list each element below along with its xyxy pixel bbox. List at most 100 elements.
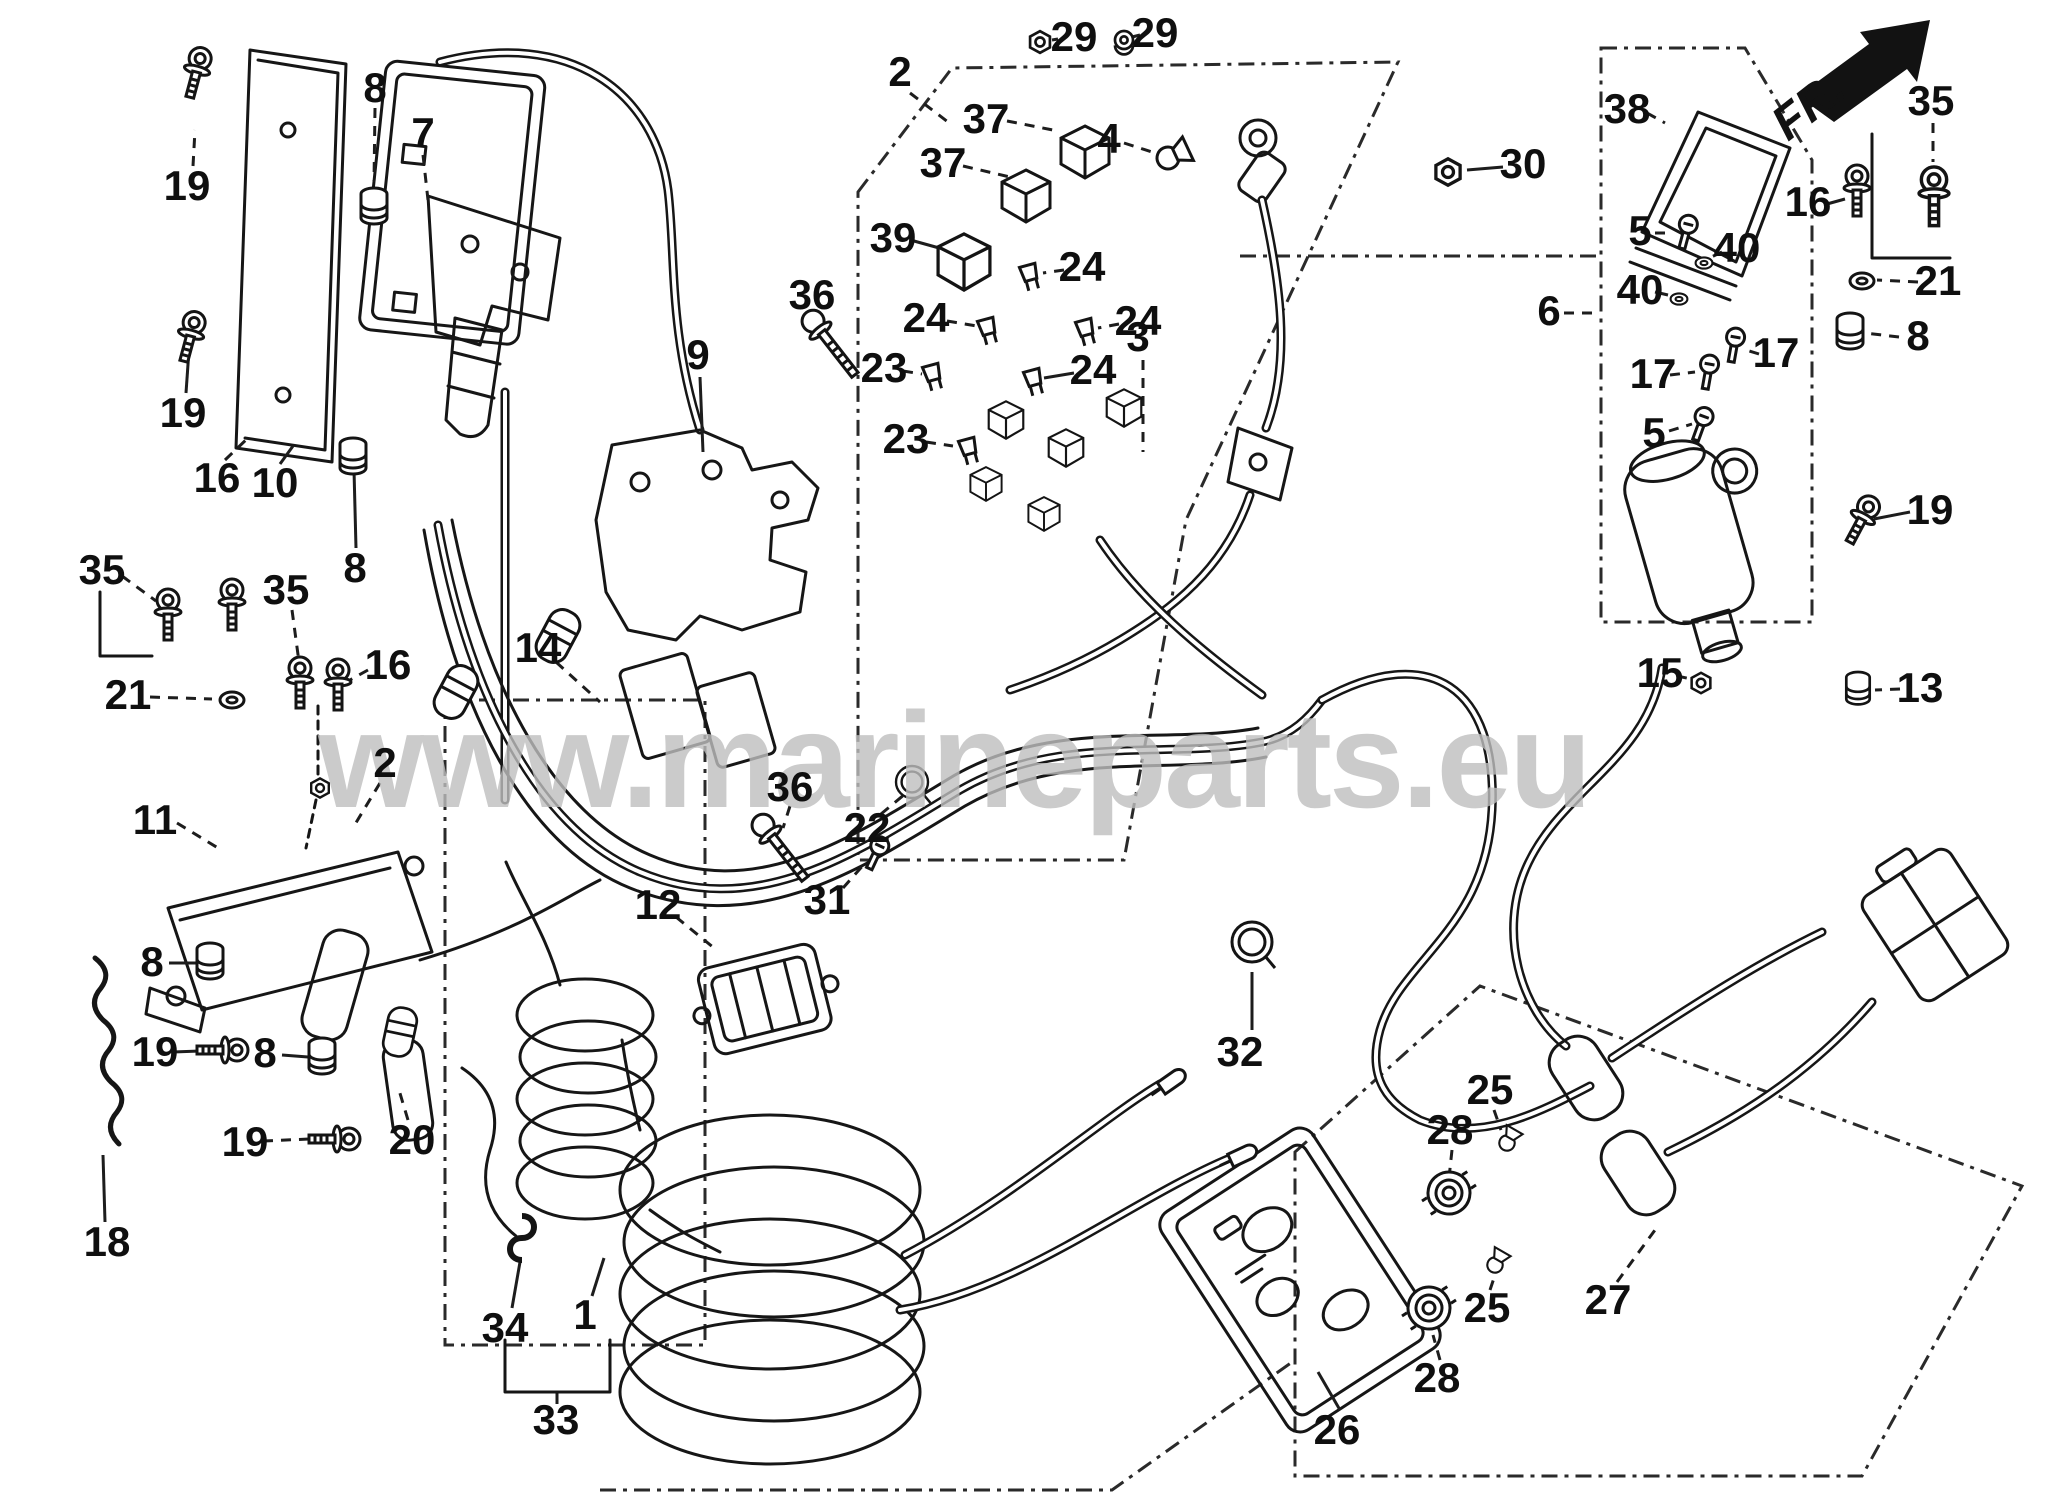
leader-19-0	[191, 129, 197, 167]
cube-figure	[1105, 388, 1143, 428]
bolt-figure	[195, 1035, 250, 1065]
leader-36-17	[781, 805, 792, 829]
static-parts	[92, 48, 2010, 1466]
leader-4-24	[1123, 141, 1153, 154]
part-label-29: 29	[1050, 13, 1098, 60]
leader-11-11	[176, 821, 219, 850]
leader-13-49	[1874, 687, 1901, 692]
leader-40-39	[1706, 250, 1723, 261]
part-label-18: 18	[83, 1218, 131, 1265]
small-coil	[504, 860, 722, 1254]
leader-34-56	[510, 1261, 522, 1309]
part-label-16: 16	[193, 454, 241, 501]
part-label-19: 19	[221, 1118, 269, 1165]
leader-38-35	[1646, 111, 1666, 125]
part-label-1: 1	[573, 1291, 597, 1338]
part-label-35: 35	[262, 566, 310, 613]
part-label-17: 17	[1629, 350, 1677, 397]
part-label-5: 5	[1642, 409, 1666, 456]
part-label-23: 23	[882, 415, 930, 462]
leader-28-64	[1431, 1334, 1442, 1361]
leader-22-18	[880, 792, 906, 816]
part-label-23: 23	[860, 344, 908, 391]
washer-figure	[218, 690, 246, 710]
grommet-figure	[195, 941, 225, 981]
leader-19-53	[262, 1137, 311, 1143]
bolt-figure	[1842, 163, 1872, 218]
leader-16-10	[349, 668, 369, 682]
leader-30-34	[1466, 165, 1504, 172]
leader-20-54	[397, 1089, 410, 1121]
part-label-37: 37	[919, 139, 967, 186]
leader-40-40	[1654, 290, 1669, 297]
leader-25-62	[1492, 1109, 1503, 1131]
fuse-figure	[920, 361, 946, 394]
leader-24-27	[1042, 268, 1065, 275]
part-label-36: 36	[788, 271, 836, 318]
leader-18-55	[101, 1154, 107, 1223]
part-label-19: 19	[163, 162, 211, 209]
leader-35-7	[121, 574, 157, 603]
leader-23-32	[925, 440, 954, 448]
leader-8-6	[352, 469, 358, 549]
plugcap-figure	[379, 1003, 421, 1061]
cdi-unit	[144, 850, 518, 1238]
bolt-figure	[307, 1124, 362, 1154]
part-label-8: 8	[1906, 312, 1930, 359]
leader-35-8	[290, 609, 301, 663]
part-label-35: 35	[78, 546, 126, 593]
leader-21-42	[1876, 278, 1919, 284]
leader-8-1	[372, 107, 377, 183]
bolt-figure	[169, 307, 212, 367]
part-label-38: 38	[1603, 85, 1651, 132]
grommet-figure	[307, 1036, 337, 1076]
mounting-plate	[234, 48, 348, 464]
coil-bracket	[426, 194, 562, 438]
grommet-figure	[1835, 311, 1865, 351]
leader-16-37	[1826, 197, 1846, 206]
leader-24-31	[1043, 371, 1075, 380]
watermark-text: www.marineparts.eu	[318, 684, 1592, 836]
part-label-29: 29	[1131, 9, 1179, 56]
assembly-boxes	[443, 46, 2025, 1492]
cube-figure	[1047, 428, 1085, 468]
fr-indicator: FR.	[1762, 20, 1930, 151]
part-label-21: 21	[104, 671, 152, 718]
part-label-25: 25	[1466, 1066, 1514, 1113]
part-label-16: 16	[364, 641, 412, 688]
bolt-figure	[217, 577, 247, 632]
leader-2-20	[909, 91, 949, 124]
bolt-figure	[1917, 165, 1951, 228]
part-label-24: 24	[1069, 346, 1117, 393]
part-label-40: 40	[1616, 266, 1664, 313]
part-label-8: 8	[140, 938, 164, 985]
part-label-34: 34	[481, 1304, 529, 1351]
part-label-31: 31	[803, 876, 851, 923]
leader-10-5	[278, 445, 295, 465]
part-label-30: 30	[1499, 140, 1547, 187]
leader-12-14	[675, 915, 715, 950]
bulb-figure	[1151, 135, 1195, 176]
index-brackets	[98, 132, 1952, 1404]
part-label-19: 19	[131, 1028, 179, 1075]
part-label-40: 40	[1713, 224, 1761, 271]
part-label-19: 19	[1906, 486, 1954, 533]
grommet-figure	[1844, 670, 1872, 706]
cube-figure	[936, 232, 992, 292]
part-label-16: 16	[1784, 178, 1832, 225]
fr-arrow-icon	[1798, 20, 1930, 122]
leader-23-30	[902, 369, 923, 376]
leader-29-25	[1051, 37, 1059, 42]
nut-figure	[1434, 157, 1462, 187]
grommet-figure	[359, 186, 389, 226]
fuse-figure	[1017, 261, 1043, 294]
leader-37-21	[1006, 119, 1059, 133]
socket-figure	[1393, 1274, 1465, 1342]
part-label-21: 21	[1914, 257, 1962, 304]
part-label-33: 33	[532, 1396, 580, 1443]
leader-24-29	[1097, 322, 1120, 330]
leader-7-2	[421, 154, 430, 201]
part-label-8: 8	[363, 64, 387, 111]
